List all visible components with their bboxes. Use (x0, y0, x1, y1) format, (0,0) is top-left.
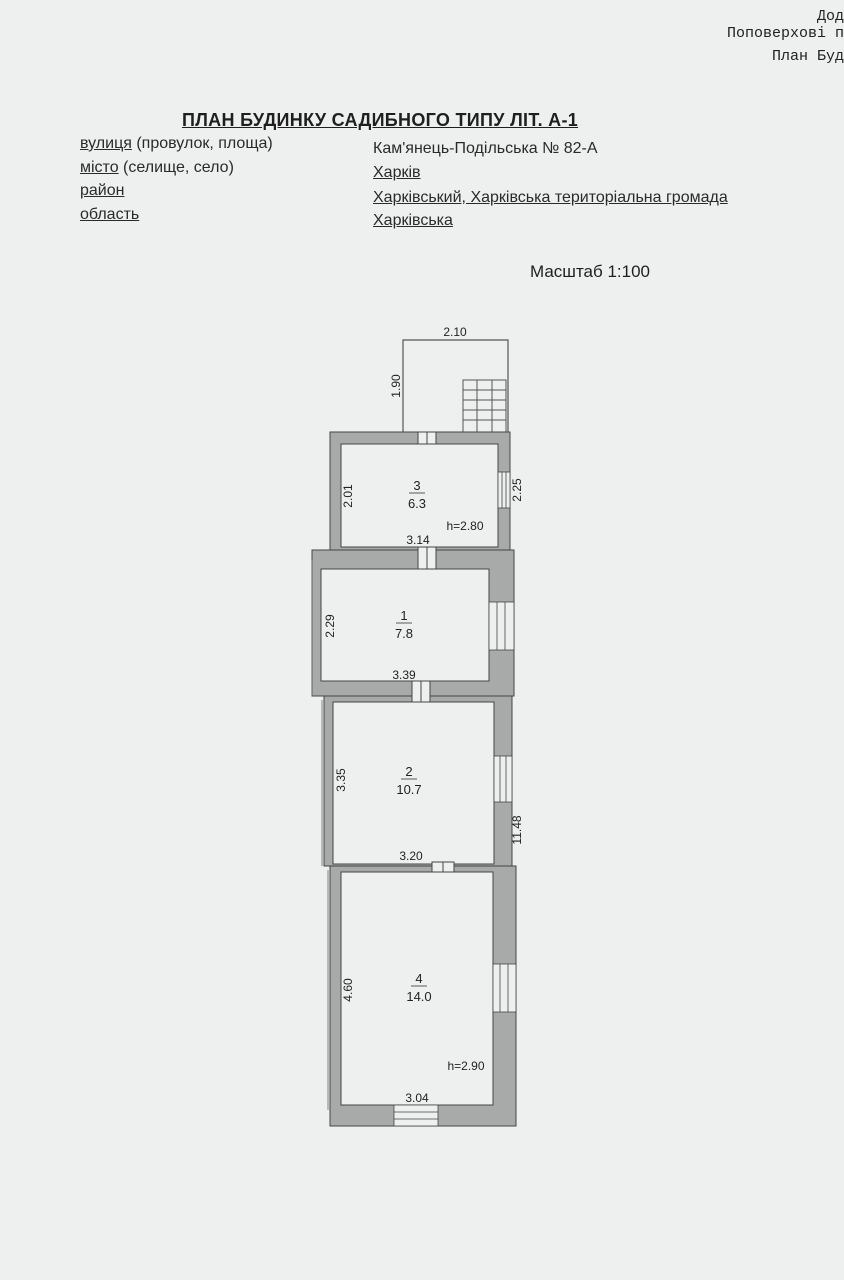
room-interiors (320, 443, 499, 1106)
room-3-height-dim: 2.01 (341, 484, 355, 508)
room-2-number: 2 (405, 764, 412, 779)
room-4-number: 4 (415, 971, 422, 986)
room-4-ceiling-height: h=2.90 (447, 1059, 484, 1073)
porch-stairs (462, 379, 507, 433)
district-value: Харківський, Харківська територіальна гр… (373, 189, 728, 206)
room-1-height-dim: 2.29 (323, 614, 337, 638)
corner-line-1: Дод (816, 8, 844, 25)
document-title: ПЛАН БУДИНКУ САДИБНОГО ТИПУ ЛІТ. А-1 (182, 110, 579, 130)
district-label: район (80, 182, 125, 199)
region-label: область (80, 206, 140, 223)
room-1-width-dim: 3.39 (392, 668, 416, 682)
city-label-rest: (селище, село) (118, 159, 234, 176)
room-3-area: 6.3 (408, 496, 426, 511)
street-label-rest: (провулок, площа) (131, 135, 273, 152)
city-label-main: місто (80, 159, 119, 176)
room-1-area: 7.8 (395, 626, 413, 641)
left-hatching (311, 560, 329, 1110)
street-value: Кам'янець-Подільська № 82-А (373, 140, 598, 157)
room-1-number: 1 (400, 608, 407, 623)
region-value: Харківська (373, 212, 453, 229)
room-3-number: 3 (413, 478, 420, 493)
room-2-width-dim: 3.20 (399, 849, 423, 863)
corner-line-2: Поповерхові п (726, 25, 844, 42)
room-3-ceiling-height: h=2.80 (446, 519, 483, 533)
doors (411, 431, 455, 873)
city-value: Харків (373, 164, 421, 181)
porch (402, 339, 509, 432)
windows (393, 471, 517, 1127)
porch-depth-dim: 1.90 (389, 374, 403, 398)
city-label: місто (селище, село) (80, 159, 234, 177)
room-4-height-dim: 4.60 (341, 978, 355, 1002)
room-4-width-dim: 3.04 (405, 1091, 429, 1105)
room-4-area: 14.0 (406, 989, 431, 1004)
porch-width-dim: 2.10 (443, 325, 467, 339)
total-length-dim: 11.48 (510, 815, 524, 844)
corner-line-3: План Буд (771, 48, 844, 65)
room-2-area: 10.7 (396, 782, 421, 797)
room-3-side-dim: 2.25 (510, 478, 524, 502)
room-3-width-dim: 3.14 (406, 533, 430, 547)
street-label-main: вулиця (80, 135, 132, 152)
street-label: вулиця (провулок, площа) (80, 135, 273, 153)
room-2-height-dim: 3.35 (334, 768, 348, 792)
scale-label: Масштаб 1:100 (530, 262, 650, 281)
